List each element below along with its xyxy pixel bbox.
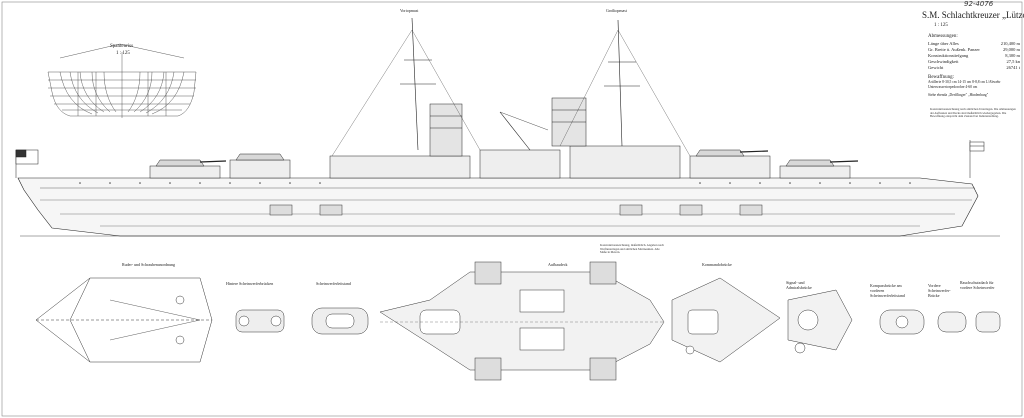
center-notes: Konstruktionszeichnung, maßstäblich. Ang… (600, 243, 664, 255)
funnels (429, 97, 587, 157)
body-plan-drawing (47, 43, 197, 118)
label-searchlight-stand: Scheinwerferleitstand (316, 281, 351, 286)
label-command-bridge: Kommandobrücke (702, 262, 732, 267)
hull-profile (17, 177, 1000, 237)
ship-title: S.M. Schlachtkreuzer „Lützow" (922, 10, 1024, 20)
armament-line: Unterwassertorpedorohre 4-60 cm (928, 85, 978, 89)
casemate-guns (269, 204, 763, 216)
superstructure (149, 145, 851, 179)
main-mast-label: Großtopmast (606, 8, 627, 13)
masts (331, 17, 691, 157)
label-compass-bridge: Kompassbrücke am vorderen Scheinwerferle… (870, 283, 905, 298)
label-signal-bridge: Signal- und Admiralsbrücke (786, 280, 812, 290)
aft-searchlight-bridges (235, 309, 285, 333)
label-forward-searchlight-bridge: Vordere Scheinwerfer-Brücke (928, 283, 951, 298)
signal-admiral-bridge-plan (787, 289, 853, 354)
label-superstructure-deck: Aufbaudeck (548, 262, 568, 267)
main-turrets (155, 149, 859, 167)
armament-line: Artillerie 8-30,5 cm 14-15 cm 8-8,8 cm L… (928, 80, 1001, 84)
ship-scale: 1 : 125 (934, 23, 948, 28)
hull-portholes (79, 182, 911, 184)
title-block: S.M. Schlachtkreuzer „Lützow" 1 : 125 Ab… (922, 10, 1024, 150)
flags (15, 140, 985, 178)
label-aft-searchlight-bridges: Hintere Scheinwerferbrücken (226, 281, 274, 286)
right-notes: Konstruktionszeichnung nach amtlichen Un… (930, 107, 1016, 119)
rudder-screw-plan (35, 277, 213, 363)
armament-heading: Bewaffnung: (928, 75, 955, 80)
forward-searchlight-bridge-plan (937, 311, 1001, 333)
compass-bridge-plan (879, 309, 925, 335)
handwritten-note: 92-4076 (964, 0, 994, 8)
label-rudder-screw: Ruder- und Schraubenanordnung (122, 262, 176, 267)
body-plan-title: Spantenriss (110, 44, 134, 49)
command-bridge-plan (671, 277, 781, 363)
superstructure-deck-plan (379, 261, 665, 381)
fore-mast-label: Vortopmast (400, 8, 419, 13)
body-plan-scale: 1 : 125 (116, 51, 130, 56)
searchlight-control-stand-plan (311, 307, 369, 335)
specs-heading: Abmessungen: (928, 34, 958, 39)
sister-ships: Siehe ebenda „Derfflinger" „Hindenburg" (928, 93, 989, 97)
label-smoke-roof: Rauchschutzdach für vordere Scheinwerfer (960, 280, 995, 290)
